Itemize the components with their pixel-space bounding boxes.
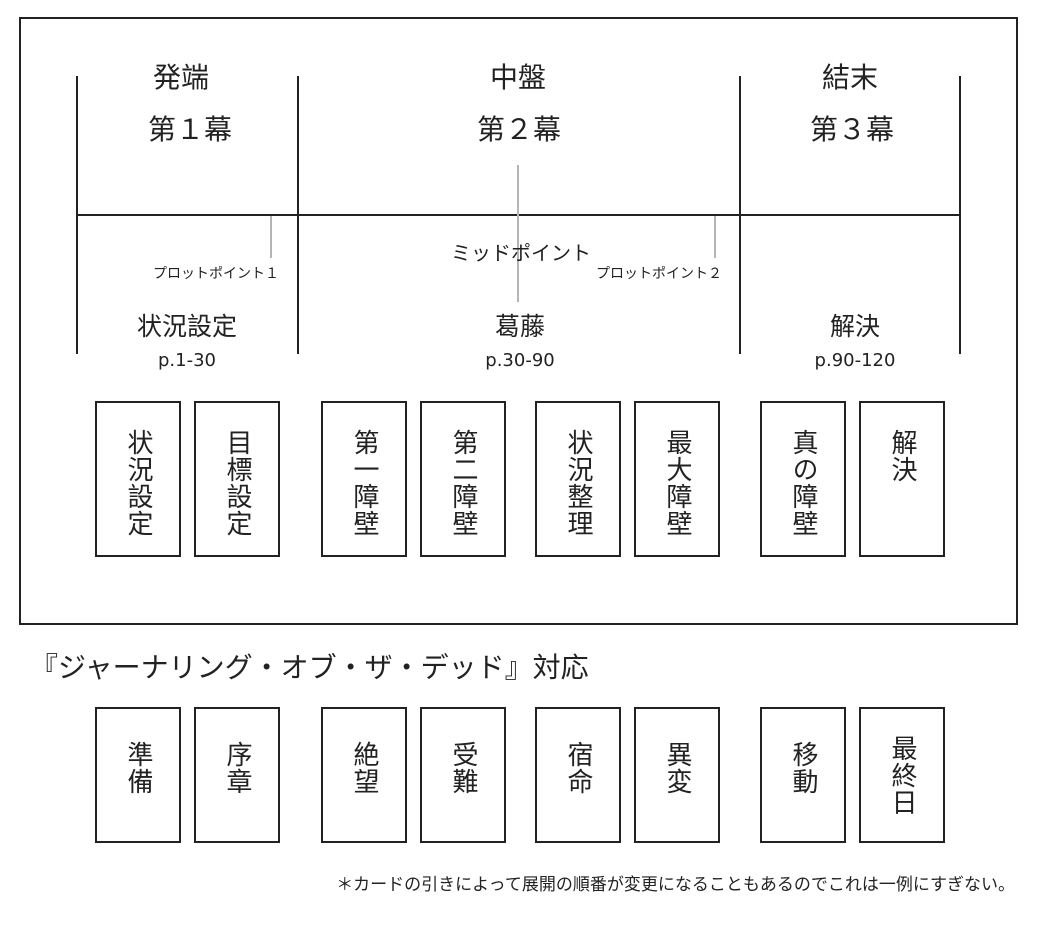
act1-pages: p.1-30 xyxy=(158,350,216,371)
card-label: 最大障壁 xyxy=(662,429,692,537)
journaling-title: 『ジャーナリング・オブ・ザ・デッド』対応 xyxy=(30,651,589,684)
act2-pages: p.30-90 xyxy=(485,350,555,371)
act1-name: 発端 xyxy=(152,61,210,94)
footnote: ＊カードの引きによって展開の順番が変更になることもあるのでこれは一例にすぎない。 xyxy=(336,875,1015,895)
act2-phase: 葛藤 xyxy=(494,312,546,341)
midpoint-marker xyxy=(517,165,519,302)
card-label: 準備 xyxy=(123,741,153,795)
act1-number: 第１幕 xyxy=(147,113,233,146)
act3-name: 結末 xyxy=(821,61,879,94)
structure-card: 第一障壁 xyxy=(321,401,407,557)
plot-point-2-label: プロットポイント２ xyxy=(596,266,722,282)
journaling-card: 最終日 xyxy=(859,707,945,843)
act1-phase: 状況設定 xyxy=(136,312,238,341)
card-label: 移動 xyxy=(788,741,818,795)
journaling-card: 宿命 xyxy=(535,707,621,843)
card-label: 最終日 xyxy=(887,735,917,816)
structure-card: 最大障壁 xyxy=(634,401,720,557)
structure-card: 解決 xyxy=(859,401,945,557)
act2-number: 第２幕 xyxy=(476,113,562,146)
card-label: 受難 xyxy=(448,741,478,795)
midpoint-label: ミッドポイント xyxy=(451,241,591,265)
journaling-card: 異変 xyxy=(634,707,720,843)
card-label: 宿命 xyxy=(563,741,593,795)
act3-phase: 解決 xyxy=(829,312,881,341)
card-label: 序章 xyxy=(222,741,252,795)
card-label: 状況整理 xyxy=(563,429,593,537)
plot-point-1-marker xyxy=(270,216,272,258)
card-label: 解決 xyxy=(887,429,917,483)
card-label: 目標設定 xyxy=(222,429,252,537)
journaling-card: 受難 xyxy=(420,707,506,843)
card-label: 異変 xyxy=(662,741,692,795)
structure-card: 真の障壁 xyxy=(760,401,846,557)
plot-point-1-label: プロットポイント１ xyxy=(153,266,279,282)
journaling-card: 序章 xyxy=(194,707,280,843)
journaling-card: 移動 xyxy=(760,707,846,843)
act3-number: 第３幕 xyxy=(809,113,895,146)
act2-name: 中盤 xyxy=(489,61,547,94)
act3-pages: p.90-120 xyxy=(814,350,896,371)
journaling-card: 絶望 xyxy=(321,707,407,843)
structure-card: 状況設定 xyxy=(95,401,181,557)
structure-card: 第二障壁 xyxy=(420,401,506,557)
story-structure-frame xyxy=(19,17,1018,625)
card-label: 絶望 xyxy=(349,741,379,795)
card-label: 状況設定 xyxy=(123,429,153,537)
plot-point-2-marker xyxy=(714,216,716,258)
card-label: 真の障壁 xyxy=(788,429,818,537)
journaling-card: 準備 xyxy=(95,707,181,843)
structure-card: 状況整理 xyxy=(535,401,621,557)
structure-card: 目標設定 xyxy=(194,401,280,557)
card-label: 第一障壁 xyxy=(349,429,379,537)
card-label: 第二障壁 xyxy=(448,429,478,537)
